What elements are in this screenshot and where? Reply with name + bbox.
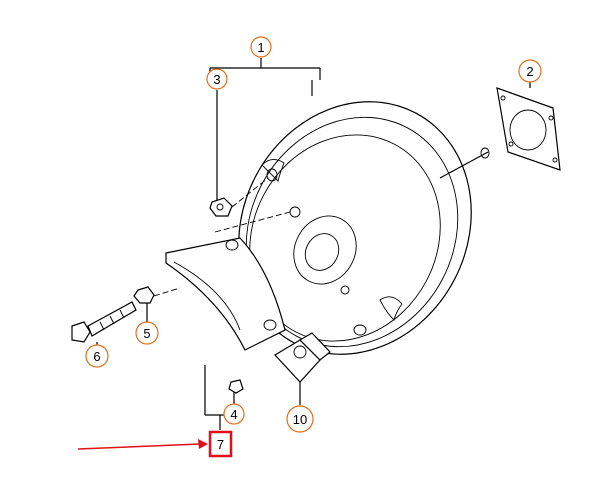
- svg-text:7: 7: [217, 437, 224, 452]
- svg-text:10: 10: [293, 412, 307, 427]
- callout-6: 6: [85, 344, 109, 368]
- svg-text:2: 2: [526, 64, 533, 79]
- callout-7-highlighted: 7: [208, 430, 233, 458]
- push-rod: [439, 147, 490, 179]
- alignment-line-5: [153, 287, 181, 297]
- bolt-6: [71, 301, 137, 343]
- nut-4: [228, 379, 244, 394]
- brake-booster: [238, 101, 472, 355]
- nut-5: [133, 286, 155, 304]
- alignment-line-shield: [214, 211, 291, 233]
- callout-5: 5: [135, 321, 159, 345]
- sensor: [274, 332, 331, 383]
- svg-text:5: 5: [143, 326, 150, 341]
- pointer-arrow: [77, 439, 208, 450]
- callout-2: 2: [518, 59, 542, 83]
- svg-text:3: 3: [213, 72, 220, 87]
- gasket: [496, 87, 561, 171]
- nut-3: [209, 197, 233, 217]
- heat-shield: [165, 237, 286, 351]
- alignment-line-3: [231, 177, 269, 208]
- callout-10: 10: [286, 405, 314, 433]
- callout-1: 1: [250, 36, 272, 58]
- callout-4: 4: [223, 403, 245, 425]
- callout-3: 3: [206, 68, 228, 90]
- svg-text:4: 4: [230, 407, 237, 422]
- svg-text:1: 1: [257, 40, 264, 55]
- svg-text:6: 6: [93, 349, 100, 364]
